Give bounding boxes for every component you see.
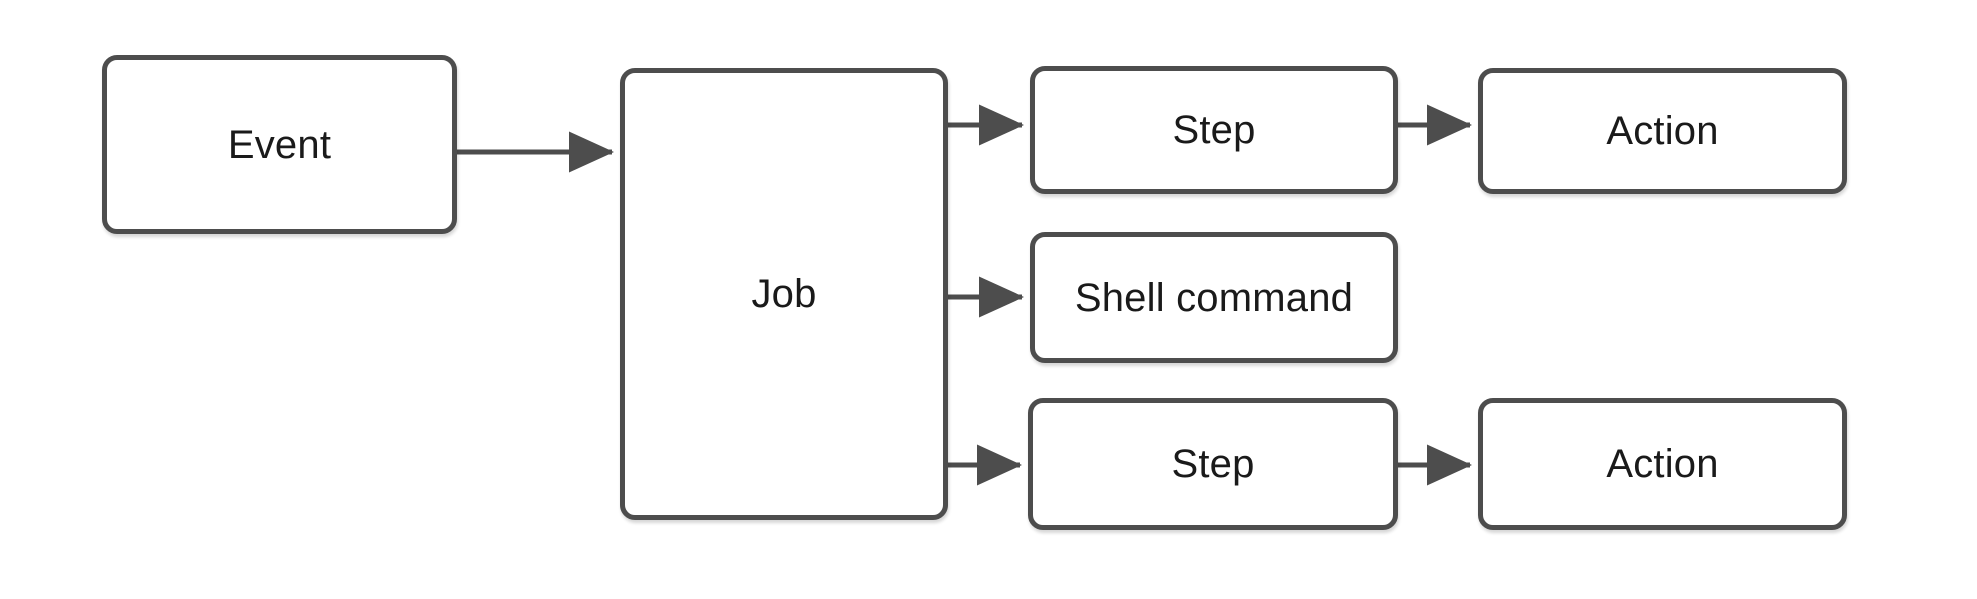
node-action-bottom-label: Action [1606,442,1719,486]
node-action-bottom[interactable]: Action [1478,398,1847,530]
node-shell-command-label: Shell command [1074,275,1354,320]
node-action-top-label: Action [1606,109,1719,153]
node-event-label: Event [227,122,332,167]
node-job-label: Job [751,272,817,316]
node-step-bottom[interactable]: Step [1028,398,1398,530]
node-shell-command[interactable]: Shell command [1030,232,1398,363]
node-job[interactable]: Job [620,68,948,520]
node-action-top[interactable]: Action [1478,68,1847,194]
node-step-top[interactable]: Step [1030,66,1398,194]
node-step-top-label: Step [1172,108,1256,152]
node-event[interactable]: Event [102,55,457,234]
node-step-bottom-label: Step [1171,442,1255,486]
